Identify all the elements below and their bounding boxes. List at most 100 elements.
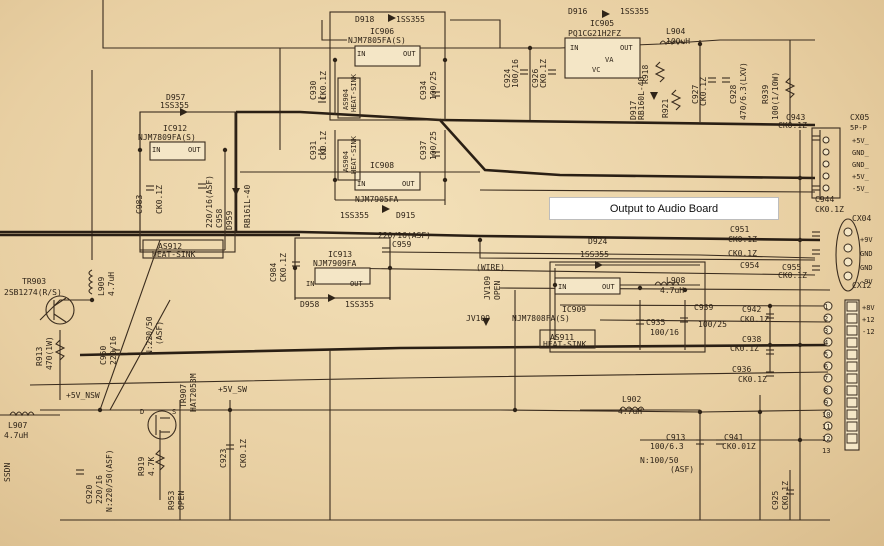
d918-diode: [388, 14, 396, 22]
cx12-connector: [844, 299, 860, 451]
label-r921: R921: [661, 99, 670, 118]
label-tr907-part: HAT2053M: [189, 373, 198, 412]
label-ic908-part: NJM7905FA: [355, 195, 399, 204]
label-c913-asf: (ASF): [670, 465, 694, 474]
label-c943-val: CK0.1Z: [778, 121, 807, 130]
label-cx05-pins: 5P-P: [850, 124, 867, 132]
cx04-pin-4: -9V: [860, 278, 873, 286]
label-ic905-vc: VC: [592, 66, 600, 74]
label-tr903-part: 2SB1274(R/S): [4, 288, 62, 297]
label-c931-val: CK0.1Z: [319, 131, 328, 160]
label-c927: C927: [691, 85, 700, 104]
label-ic905-part: PQ1CG21H2FZ: [568, 29, 621, 38]
wire-mid-h6: [329, 267, 816, 276]
wire-mid-h4: [479, 240, 816, 261]
wire-low-h1: [40, 409, 831, 413]
label-c928: C928: [729, 85, 738, 104]
wire-diag-left: [99, 239, 161, 411]
wire-diag-left-2: [109, 299, 171, 411]
label-c930: C930: [309, 81, 318, 100]
label-c950: C950: [99, 346, 108, 365]
label-c934-val: 100/25: [429, 71, 438, 100]
cx12-num-4: 4: [824, 339, 828, 347]
label-c926-val: CK0.1Z: [539, 59, 548, 88]
bus-diag: [236, 110, 816, 180]
label-l904-val: 100uH: [666, 37, 690, 46]
ic906-frame: [329, 11, 446, 121]
label-wire: (WIRE): [476, 263, 505, 272]
label-r939: R939: [761, 85, 770, 104]
label-d915-part: 1SS355: [340, 211, 369, 220]
cx12-num-6: 6: [824, 363, 828, 371]
cx05-pin-5: -5V_: [852, 185, 870, 193]
label-ic905-out: OUT: [620, 44, 633, 52]
cx05-pin-3: GND_: [852, 161, 870, 169]
label-d959-part: RB161L-40: [243, 184, 252, 228]
label-c925: C925: [771, 491, 780, 510]
label-as904: AS904: [342, 89, 350, 110]
label-c913: C913: [666, 433, 685, 442]
cx12-num-10: 10: [822, 411, 830, 419]
label-l908: L908: [666, 276, 685, 285]
label-c941: C941: [724, 433, 743, 442]
cx12-num-1: 1: [824, 303, 828, 311]
label-ic909-in: IN: [558, 283, 566, 291]
label-ic906-in: IN: [357, 50, 365, 58]
cx12-num-8: 8: [824, 387, 828, 395]
label-ic913-out: OUT: [350, 280, 363, 288]
label-as911: AS911: [550, 333, 574, 342]
cx12-pin-3: -12: [862, 328, 875, 336]
label-d924: D924: [588, 237, 607, 246]
cx05-pin-4: +5V_: [852, 173, 870, 181]
label-d957: D957: [166, 93, 185, 102]
as904b-box: [337, 139, 361, 181]
label-c924: C924: [503, 69, 512, 88]
label-c920-val: 220/16: [95, 475, 104, 504]
label-ic912-in: IN: [152, 146, 160, 154]
label-edge-left: SSDN: [3, 463, 12, 482]
label-d958-part: 1SS355: [345, 300, 374, 309]
r921-resistor: [670, 89, 682, 111]
label-d918: D918: [355, 15, 374, 24]
wire-mid-h3: [479, 189, 816, 193]
label-ic906-part: NJM7805FA(S): [348, 36, 406, 45]
label-cx04: CX04: [852, 214, 871, 223]
label-as904-hs: HEAT-SINK: [350, 73, 358, 112]
label-c954: C954: [740, 261, 759, 270]
label-l908-val: 4.7uH: [660, 286, 684, 295]
label-l907-val: 4.7uH: [4, 431, 28, 440]
label-ic909-out: OUT: [602, 283, 615, 291]
label-c951-val: CK0.1Z: [728, 235, 757, 244]
label-c936: C936: [732, 365, 751, 374]
label-jv109-open: OPEN: [493, 281, 502, 300]
label-cx05: CX05: [850, 113, 869, 122]
label-c920-b: N:220/50(ASF): [105, 449, 114, 512]
label-ic908: IC908: [370, 161, 394, 170]
capacitor-marks: [76, 69, 820, 495]
label-ic906: IC906: [370, 27, 394, 36]
cx12-pin-1: +8V: [862, 304, 875, 312]
d924-diode: [595, 261, 603, 269]
label-r953: R953: [167, 491, 176, 510]
cx12-num-11: 11: [822, 423, 830, 431]
label-c959: C959: [392, 240, 411, 249]
label-c913-b: N:100/50: [640, 456, 679, 465]
label-l909: L909: [97, 277, 106, 296]
label-c950-b: N:220/50: [145, 316, 154, 355]
cx12-num-7: 7: [824, 375, 828, 383]
l909-inductor: [88, 269, 94, 295]
label-c931: C931: [309, 141, 318, 160]
cx12-num-2: 2: [824, 315, 828, 323]
label-tr903: TR903: [22, 277, 46, 286]
label-c913-val: 100/6.3: [650, 442, 684, 451]
label-c923-val: CK0.1Z: [239, 439, 248, 468]
label-r919: R919: [137, 457, 146, 476]
label-c925-val: CK0.1Z: [781, 481, 790, 510]
label-d924-part: 1SS355: [580, 250, 609, 259]
label-d959: D959: [225, 211, 234, 230]
wire-mid-h8: [559, 304, 831, 307]
cx12-num-13: 13: [822, 447, 830, 455]
label-c942: C942: [742, 305, 761, 314]
ic909-frame: [549, 261, 706, 353]
label-l902-val: 4.7uH: [618, 407, 642, 416]
